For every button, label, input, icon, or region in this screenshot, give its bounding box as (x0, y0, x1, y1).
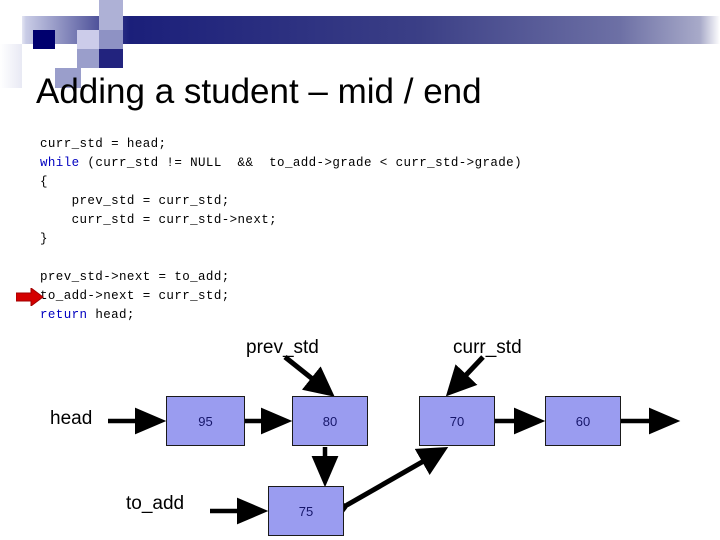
deco-square-deep (99, 49, 123, 68)
code-line: prev_std->next = to_add; (40, 268, 522, 287)
red-arrow-marker (16, 288, 44, 306)
code-line: return head; (40, 306, 522, 325)
pointer-label-prev_std: prev_std (246, 337, 319, 358)
node-value: 95 (198, 413, 213, 429)
variable-label-head: head (50, 408, 93, 429)
code-text: } (40, 232, 48, 246)
list-node-75: 75 (268, 486, 344, 536)
code-text: prev_std->next = to_add; (40, 270, 230, 284)
deco-square-top (99, 0, 123, 30)
deco-square-white (22, 49, 55, 88)
list-node-60: 60 (545, 396, 621, 446)
deco-bar-left-mask (0, 16, 22, 44)
deco-square-navy (33, 30, 55, 49)
code-text: (curr_std != NULL && to_add->grade < cur… (79, 156, 522, 170)
code-text: curr_std = curr_std->next; (40, 213, 278, 227)
code-line: } (40, 230, 522, 249)
deco-corner-white (0, 0, 26, 16)
code-keyword: return (40, 308, 88, 322)
code-line: prev_std = curr_std; (40, 192, 522, 211)
list-node-70: 70 (419, 396, 495, 446)
node-value: 80 (322, 413, 338, 429)
deco-square-mid-lower (77, 49, 99, 68)
code-line (40, 249, 522, 268)
code-text: to_add->next = curr_std; (40, 289, 230, 303)
node-value: 70 (449, 413, 465, 429)
deco-square-pale (77, 30, 99, 49)
code-text: { (40, 175, 48, 189)
node-value: 60 (575, 413, 591, 429)
code-line: curr_std = head; (40, 135, 522, 154)
deco-square-mid (99, 30, 123, 49)
variable-label-to_add: to_add (126, 493, 185, 514)
code-line: to_add->next = curr_std; (40, 287, 522, 306)
pointer-label-curr_std: curr_std (453, 337, 522, 358)
code-text: head; (87, 308, 135, 322)
page-title: Adding a student – mid / end (36, 72, 482, 111)
deco-square-lavender (55, 68, 81, 88)
list-node-80: 80 (292, 396, 368, 446)
code-line: while (curr_std != NULL && to_add->grade… (40, 154, 522, 173)
code-keyword: while (40, 156, 80, 170)
list-node-95: 95 (166, 396, 245, 446)
code-line: curr_std = curr_std->next; (40, 211, 522, 230)
code-line: { (40, 173, 522, 192)
code-text: prev_std = curr_std; (40, 194, 230, 208)
code-block: curr_std = head; while (curr_std != NULL … (40, 135, 522, 325)
code-text: curr_std = head; (40, 137, 167, 151)
node-value: 75 (298, 503, 314, 519)
